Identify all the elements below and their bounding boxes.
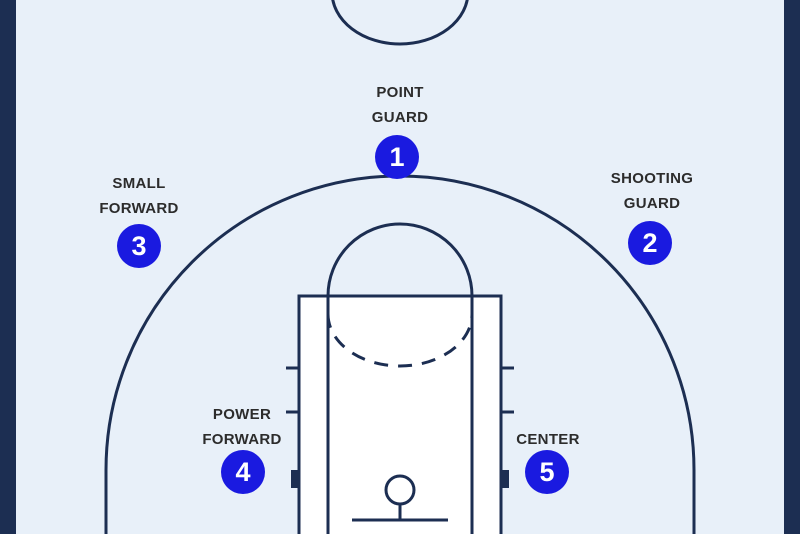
point-guard-label: POINT GUARD [352, 80, 448, 130]
label-line-1: POWER [212, 406, 272, 423]
center-label: CENTER [500, 427, 596, 452]
lane-block [501, 470, 509, 488]
point-guard-badge: 1 [375, 135, 419, 179]
right-sideline [784, 0, 800, 534]
lane-block [291, 470, 299, 488]
label-line-1: CENTER [516, 431, 580, 448]
power-forward-badge: 4 [221, 450, 265, 494]
center-badge: 5 [525, 450, 569, 494]
label-line-1: POINT [376, 84, 424, 101]
small-forward-label: SMALL FORWARD [83, 171, 195, 221]
small-forward-badge: 3 [117, 224, 161, 268]
shooting-guard-label: SHOOTING GUARD [590, 166, 714, 216]
label-line-2: FORWARD [99, 200, 179, 217]
paint-lane [297, 294, 503, 534]
left-sideline [0, 0, 16, 534]
label-line-2: GUARD [623, 195, 681, 212]
label-line-1: SHOOTING [610, 170, 694, 187]
label-line-2: FORWARD [202, 431, 282, 448]
label-line-2: GUARD [371, 109, 429, 126]
free-throw-circle-dashed [326, 313, 474, 368]
center-circle [331, 0, 469, 46]
free-throw-circle [326, 222, 474, 297]
power-forward-label: POWER FORWARD [188, 402, 296, 452]
label-line-1: SMALL [112, 175, 166, 192]
shooting-guard-badge: 2 [628, 221, 672, 265]
